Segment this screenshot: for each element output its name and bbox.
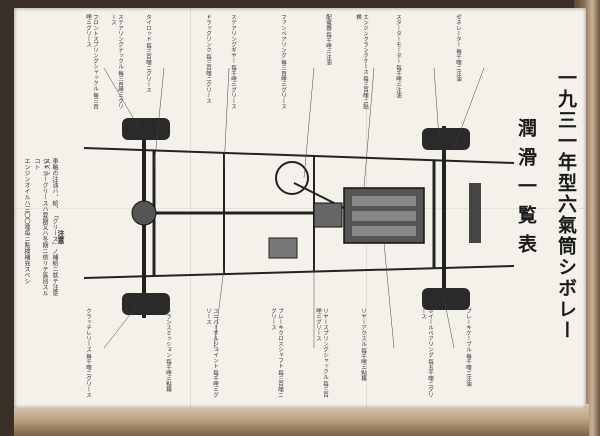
annotation: リヤースプリングシャックル 毎三百哩ニグリース — [315, 308, 328, 398]
annotation: ドラッグリンク 毎三百哩ニグリース — [205, 14, 211, 104]
annotation: タイロッド 毎三百哩ニグリース — [145, 14, 151, 93]
annotation: ブレーキケーブル 毎千哩ニ注油 — [465, 308, 471, 387]
document-subtitle: 潤滑一覧表 — [515, 118, 537, 263]
differential — [131, 200, 157, 226]
annotation: 配電器 毎千哩ニ注油 — [325, 14, 331, 66]
battery — [268, 237, 298, 259]
annotation: スターターモーター 毎千哩ニ注油 — [395, 14, 401, 99]
annotation: エンジンクランクケース 毎三百哩ニ點検 — [355, 14, 368, 110]
steering-wheel — [275, 161, 309, 195]
legend-heading: 注意 — [57, 230, 65, 244]
annotation: クラッチレリーズ 毎千哩ニグリース — [85, 308, 91, 398]
front-left-wheel — [422, 128, 470, 150]
annotation: ブレーキクロスシャフト 毎三百哩ニグリース — [270, 308, 283, 398]
rear-right-wheel — [122, 293, 170, 315]
engine-block — [343, 187, 425, 244]
fold-line — [190, 8, 191, 408]
legend-note: 車軸の注油ハ、給、「グリース」ノ補給ニ就テ注意スベシ — [43, 158, 58, 296]
annotation: トランスミッション 毎千哩ニ點検 — [165, 308, 171, 393]
rear-left-wheel — [122, 118, 170, 140]
radiator — [469, 183, 481, 243]
annotation: ゼネレーター 毎千哩ニ注油 — [455, 14, 461, 82]
annotation: ホイールベアリング 毎五千哩ニグリース — [420, 308, 433, 398]
annotation: ステアリングナックル 毎三百哩ニグリース — [110, 14, 123, 110]
annotation: ユニバーサルジョイント 毎千哩ニグリース — [205, 308, 218, 398]
document-title: 一九三一年型六氣筒シボレー — [555, 68, 577, 341]
lubrication-chart-sheet: 一九三一年型六氣筒シボレー 潤滑一覧表 フロントスプリングシャックル 毎三百哩ニ… — [14, 8, 586, 408]
fold-line — [14, 208, 586, 209]
front-right-wheel — [422, 288, 470, 310]
legend-note: シャシーグリースハ夏期又ハ冬期ニ依リテ區別スルコト — [33, 158, 48, 296]
annotation: ステアリングギヤー 毎千哩ニグリース — [230, 14, 236, 110]
annotation: リヤーアクスル 毎千哩ニ點検 — [360, 308, 366, 382]
annotation: ファンベアリング 毎三百哩ニグリース — [280, 14, 286, 110]
transmission — [313, 202, 343, 228]
legend-note: エンジンオイルハ三〇〇哩毎ニ點検補充スベシ — [23, 158, 30, 284]
page-stack — [14, 404, 589, 436]
annotation: フロントスプリングシャックル 毎三百哩ニグリース — [85, 14, 98, 110]
chassis-diagram — [83, 67, 515, 349]
